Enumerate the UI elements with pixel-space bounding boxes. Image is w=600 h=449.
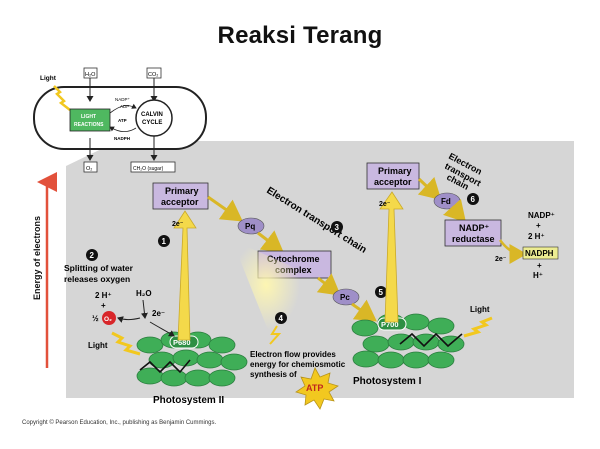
primary-acceptor-2-label-2: acceptor <box>374 177 412 187</box>
overview-calvin-cycle <box>135 99 173 137</box>
nadph-box <box>522 246 559 260</box>
nadp-reductase-label: NADP⁺ <box>459 223 490 233</box>
two-h-plus-left: 2 H⁺ <box>95 291 112 300</box>
step-6-number: 6 <box>471 195 476 204</box>
step-1-marker <box>158 235 170 247</box>
plus-1: + <box>536 221 541 230</box>
nadp-plus-label: NADP⁺ <box>528 211 555 220</box>
step-4-marker <box>275 312 287 324</box>
splitting-water-text: Splitting of water <box>64 263 134 273</box>
pc-carrier <box>332 288 360 306</box>
step-2-marker <box>86 249 98 261</box>
overview-nadph-label: NADPH <box>114 136 130 141</box>
light-bolt-ps1 <box>463 316 493 338</box>
atp-label: ATP <box>306 383 323 393</box>
fd-label: Fd <box>441 197 451 206</box>
ps2-energy-transfer <box>139 359 191 374</box>
water-h2o-label: H₂O <box>136 289 152 298</box>
step-4-number: 4 <box>279 314 284 323</box>
primary-acceptor-1-label: Primary <box>165 186 199 196</box>
p680-label: P680 <box>173 338 191 347</box>
electron-flow-text-2: energy for chemiosmotic <box>250 360 346 369</box>
page-title: Reaksi Terang <box>217 22 383 49</box>
overview-adp-label: ADP <box>120 104 129 109</box>
primary-acceptor-2-label: Primary <box>378 166 412 176</box>
p700-label: P700 <box>381 320 399 329</box>
energy-glow <box>232 240 300 330</box>
light-ps1-label: Light <box>470 305 490 314</box>
primary-acceptor-1-label-2: acceptor <box>161 197 199 207</box>
pq-label: Pq <box>245 222 255 231</box>
light-ps2-label: Light <box>88 341 108 350</box>
step-5-marker <box>375 286 387 298</box>
oxygen-molecule <box>102 311 116 325</box>
overview-light-reactions-label: LIGHT <box>81 114 96 120</box>
nadp-reductase <box>444 219 502 247</box>
step-5-number: 5 <box>379 288 384 297</box>
electron-2e-label-3: 2e⁻ <box>152 309 165 318</box>
h-plus-label: H⁺ <box>533 271 543 280</box>
electron-flow-text-3: synthesis of <box>250 370 297 379</box>
overview-sugar-label: CH₂O (sugar) <box>133 166 164 172</box>
step-3-marker <box>331 221 343 233</box>
atp-energy-bolt <box>269 325 282 345</box>
step-2-number: 2 <box>90 251 95 260</box>
electron-2e-label-2: 2e⁻ <box>379 201 391 208</box>
electron-arrow-ps1 <box>379 191 404 323</box>
copyright-notice: Copyright © Pearson Education, Inc., pub… <box>22 420 217 426</box>
overview-nadp-label: NADP⁺ <box>115 97 131 102</box>
photosystem-i-label: Photosystem I <box>353 376 422 387</box>
oxygen-symbol: O₂ <box>104 316 112 323</box>
energy-axis-label: Energy of electrons <box>32 216 42 300</box>
step-1-number: 1 <box>162 237 167 246</box>
overview-atp-label: ATP <box>118 118 127 123</box>
electron-arrow-ps2 <box>173 210 197 341</box>
overview-diagram: H₂O O₂ CO₂ CH₂O (sugar) Light LIGHT REAC… <box>33 67 207 173</box>
light-bolt-ps2 <box>111 331 141 356</box>
overview-o2-label: O₂ <box>86 166 92 172</box>
ps1-energy-transfer <box>399 332 463 348</box>
splitting-water-text-2: releases oxygen <box>64 274 130 284</box>
primary-acceptor-1 <box>152 182 209 210</box>
photosystem-ii-label: Photosystem II <box>153 395 224 406</box>
half-label: ½ <box>92 314 99 323</box>
plus-2: + <box>537 261 542 270</box>
two-h-plus-right: 2 H⁺ <box>528 232 545 241</box>
step-6-marker <box>467 193 479 205</box>
electron-2e-label-1: 2e⁻ <box>172 221 184 228</box>
atp-starburst <box>295 367 339 410</box>
overview-light-reactions-label-2: REACTIONS <box>74 122 104 128</box>
overview-light-bolt <box>53 85 71 111</box>
primary-acceptor-2 <box>366 162 420 190</box>
nadp-reductase-label-2: reductase <box>452 234 495 244</box>
nadph-label: NADPH <box>525 249 554 258</box>
pc-label: Pc <box>340 293 350 302</box>
energy-axis: Energy of electrons <box>32 172 57 368</box>
electron-2e-label-4: 2e⁻ <box>495 256 507 263</box>
overview-light-reactions <box>69 108 111 132</box>
overview-light-label: Light <box>40 75 57 82</box>
plus-3: + <box>101 301 106 310</box>
pq-carrier <box>237 217 265 235</box>
overview-calvin-label: CALVIN <box>141 112 163 118</box>
overview-h2o-label: H₂O <box>85 72 96 78</box>
electron-flow-text: Electron flow provides <box>250 350 336 359</box>
cytochrome-label: Cytochrome <box>267 254 320 264</box>
step-3-number: 3 <box>335 223 340 232</box>
overview-co2-label: CO₂ <box>148 72 158 78</box>
overview-calvin-label-2: CYCLE <box>142 120 162 126</box>
